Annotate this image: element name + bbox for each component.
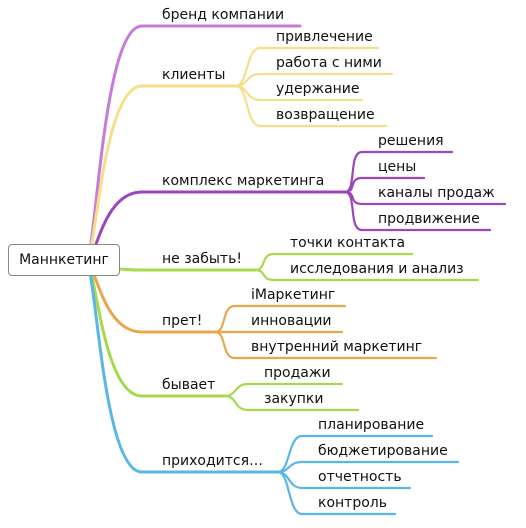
child-connector bbox=[276, 470, 304, 516]
child-label[interactable]: продвижение bbox=[378, 211, 480, 227]
child-connector bbox=[213, 304, 237, 334]
branch-label[interactable]: приходится… bbox=[162, 453, 264, 469]
child-connector bbox=[223, 382, 250, 398]
root-node-label: Маннкетинг bbox=[19, 252, 109, 268]
child-label[interactable]: точки контакта bbox=[290, 235, 406, 251]
branch-label[interactable]: клиенты bbox=[162, 67, 226, 83]
branch-connector bbox=[84, 84, 144, 264]
branch-connector bbox=[84, 260, 144, 398]
child-label[interactable]: работа с ними bbox=[276, 55, 382, 71]
child-label[interactable]: каналы продаж bbox=[378, 185, 495, 201]
branch-label[interactable]: бренд компании bbox=[162, 7, 285, 23]
branch-label[interactable]: бывает bbox=[162, 377, 216, 393]
child-connector bbox=[343, 190, 364, 232]
child-label[interactable]: инновации bbox=[251, 313, 332, 329]
child-connector bbox=[253, 252, 276, 272]
child-label[interactable]: решения bbox=[378, 133, 444, 149]
child-connector bbox=[253, 268, 276, 282]
child-connector bbox=[213, 330, 237, 360]
child-label[interactable]: отчетность bbox=[318, 469, 402, 485]
child-connector bbox=[223, 394, 250, 412]
child-label[interactable]: привлечение bbox=[276, 29, 373, 45]
child-connector bbox=[276, 460, 304, 474]
branch-label[interactable]: комплекс маркетинга bbox=[162, 173, 325, 189]
child-label[interactable]: iМаркетинг bbox=[251, 287, 336, 303]
root-node[interactable]: Маннкетинг bbox=[8, 244, 120, 276]
child-label[interactable]: исследования и анализ bbox=[290, 261, 464, 277]
branch-label[interactable]: не забыть! bbox=[162, 251, 242, 267]
child-label[interactable]: внутренний маркетинг bbox=[251, 339, 423, 355]
child-label[interactable]: закупки bbox=[264, 391, 324, 407]
child-label[interactable]: удержание bbox=[276, 81, 360, 97]
child-label[interactable]: возвращение bbox=[276, 107, 375, 123]
child-label[interactable]: планирование bbox=[318, 417, 425, 433]
child-connector bbox=[234, 84, 262, 128]
child-label[interactable]: контроль bbox=[318, 495, 387, 511]
child-label[interactable]: цены bbox=[378, 159, 417, 175]
child-label[interactable]: продажи bbox=[264, 365, 331, 381]
child-label[interactable]: бюджетирование bbox=[318, 443, 448, 459]
branch-label[interactable]: прет! bbox=[162, 313, 203, 329]
